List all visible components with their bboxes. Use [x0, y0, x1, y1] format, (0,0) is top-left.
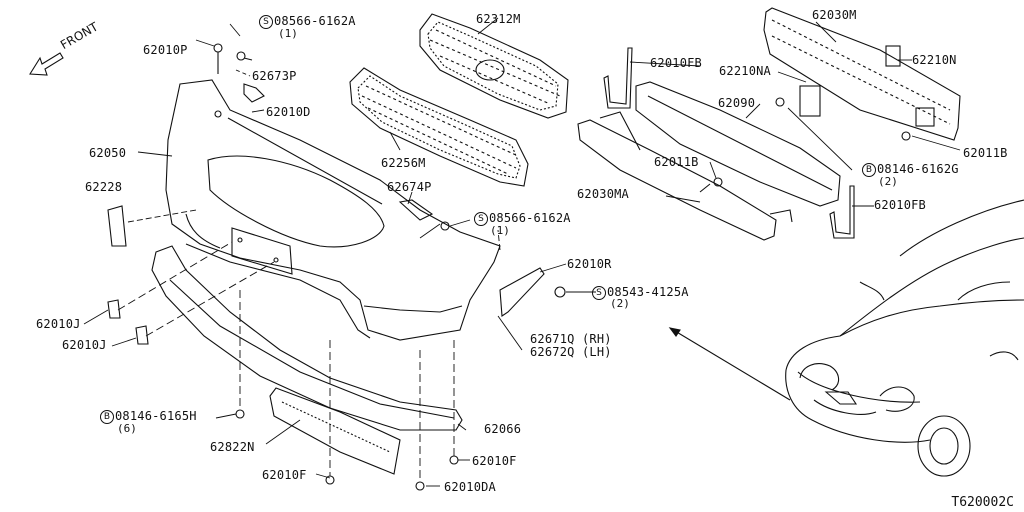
label-62010FB-bottom: 62010FB	[874, 198, 926, 212]
label-62090: 62090	[718, 96, 756, 110]
label-62210N: 62210N	[912, 53, 957, 67]
label-62050: 62050	[89, 146, 127, 160]
label-08566-6162A-mid: 08566-6162A	[489, 211, 571, 225]
label-62030MA: 62030MA	[577, 187, 629, 201]
screw-symbol: S	[259, 15, 273, 29]
screw-symbol: S	[474, 212, 488, 226]
front-arrow-icon	[29, 52, 64, 76]
label-62011B-right: 62011B	[963, 146, 1008, 160]
label-62228: 62228	[85, 180, 123, 194]
label-62010DA: 62010DA	[444, 480, 496, 494]
label-62030M: 62030M	[812, 8, 857, 22]
qty-08146-6162G: (2)	[878, 175, 898, 188]
label-62256M: 62256M	[381, 156, 426, 170]
qty-08146-6165H: (6)	[117, 422, 137, 435]
label-62673P: 62673P	[252, 69, 297, 83]
label-62312M: 62312M	[476, 12, 521, 26]
label-08543-4125A: 08543-4125A	[607, 285, 689, 299]
label-62010FB-top: 62010FB	[650, 56, 702, 70]
screw-symbol: S	[592, 286, 606, 300]
label-62010R: 62010R	[567, 257, 612, 271]
label-62674P: 62674P	[387, 180, 432, 194]
bolt-symbol: B	[100, 410, 114, 424]
bolt-symbol: B	[862, 163, 876, 177]
bracket-lower	[829, 185, 855, 239]
skid-plate	[269, 387, 401, 475]
label-62066: 62066	[484, 422, 522, 436]
label-08146-6165H: 08146-6165H	[115, 409, 197, 423]
label-62671Q: 62671Q (RH)	[530, 332, 612, 346]
qty-08543: (2)	[610, 297, 630, 310]
label-62010J-lower: 62010J	[62, 338, 107, 352]
bumper-fascia	[165, 79, 501, 341]
car-outline	[785, 199, 1024, 477]
label-62010F-right: 62010F	[472, 454, 517, 468]
upper-reinforcement	[763, 7, 961, 141]
lower-bumper-lip	[151, 245, 463, 431]
diagram-code: T620002C	[951, 495, 1014, 510]
label-62010J-upper: 62010J	[36, 317, 81, 331]
label-62010F-left: 62010F	[262, 468, 307, 482]
lower-mesh-grille	[349, 67, 529, 187]
label-08146-6162G: 08146-6162G	[877, 162, 959, 176]
label-62011B-left: 62011B	[654, 155, 699, 169]
leader-lines	[83, 17, 961, 487]
label-62210NA: 62210NA	[719, 64, 771, 78]
upper-grille	[419, 13, 569, 119]
label-62672Q: 62672Q (LH)	[530, 345, 612, 359]
energy-absorber	[635, 81, 841, 207]
label-08566-6162A-top: 08566-6162A	[274, 14, 356, 28]
bracket-upper	[603, 47, 633, 109]
lower-reinforcement	[577, 111, 793, 241]
label-62010P: 62010P	[143, 43, 188, 57]
label-62010D: 62010D	[266, 105, 311, 119]
qty-08566-top: (1)	[278, 27, 298, 40]
label-62822N: 62822N	[210, 440, 255, 454]
locator-arrow	[668, 327, 791, 401]
qty-08566-mid: (1)	[490, 224, 510, 237]
